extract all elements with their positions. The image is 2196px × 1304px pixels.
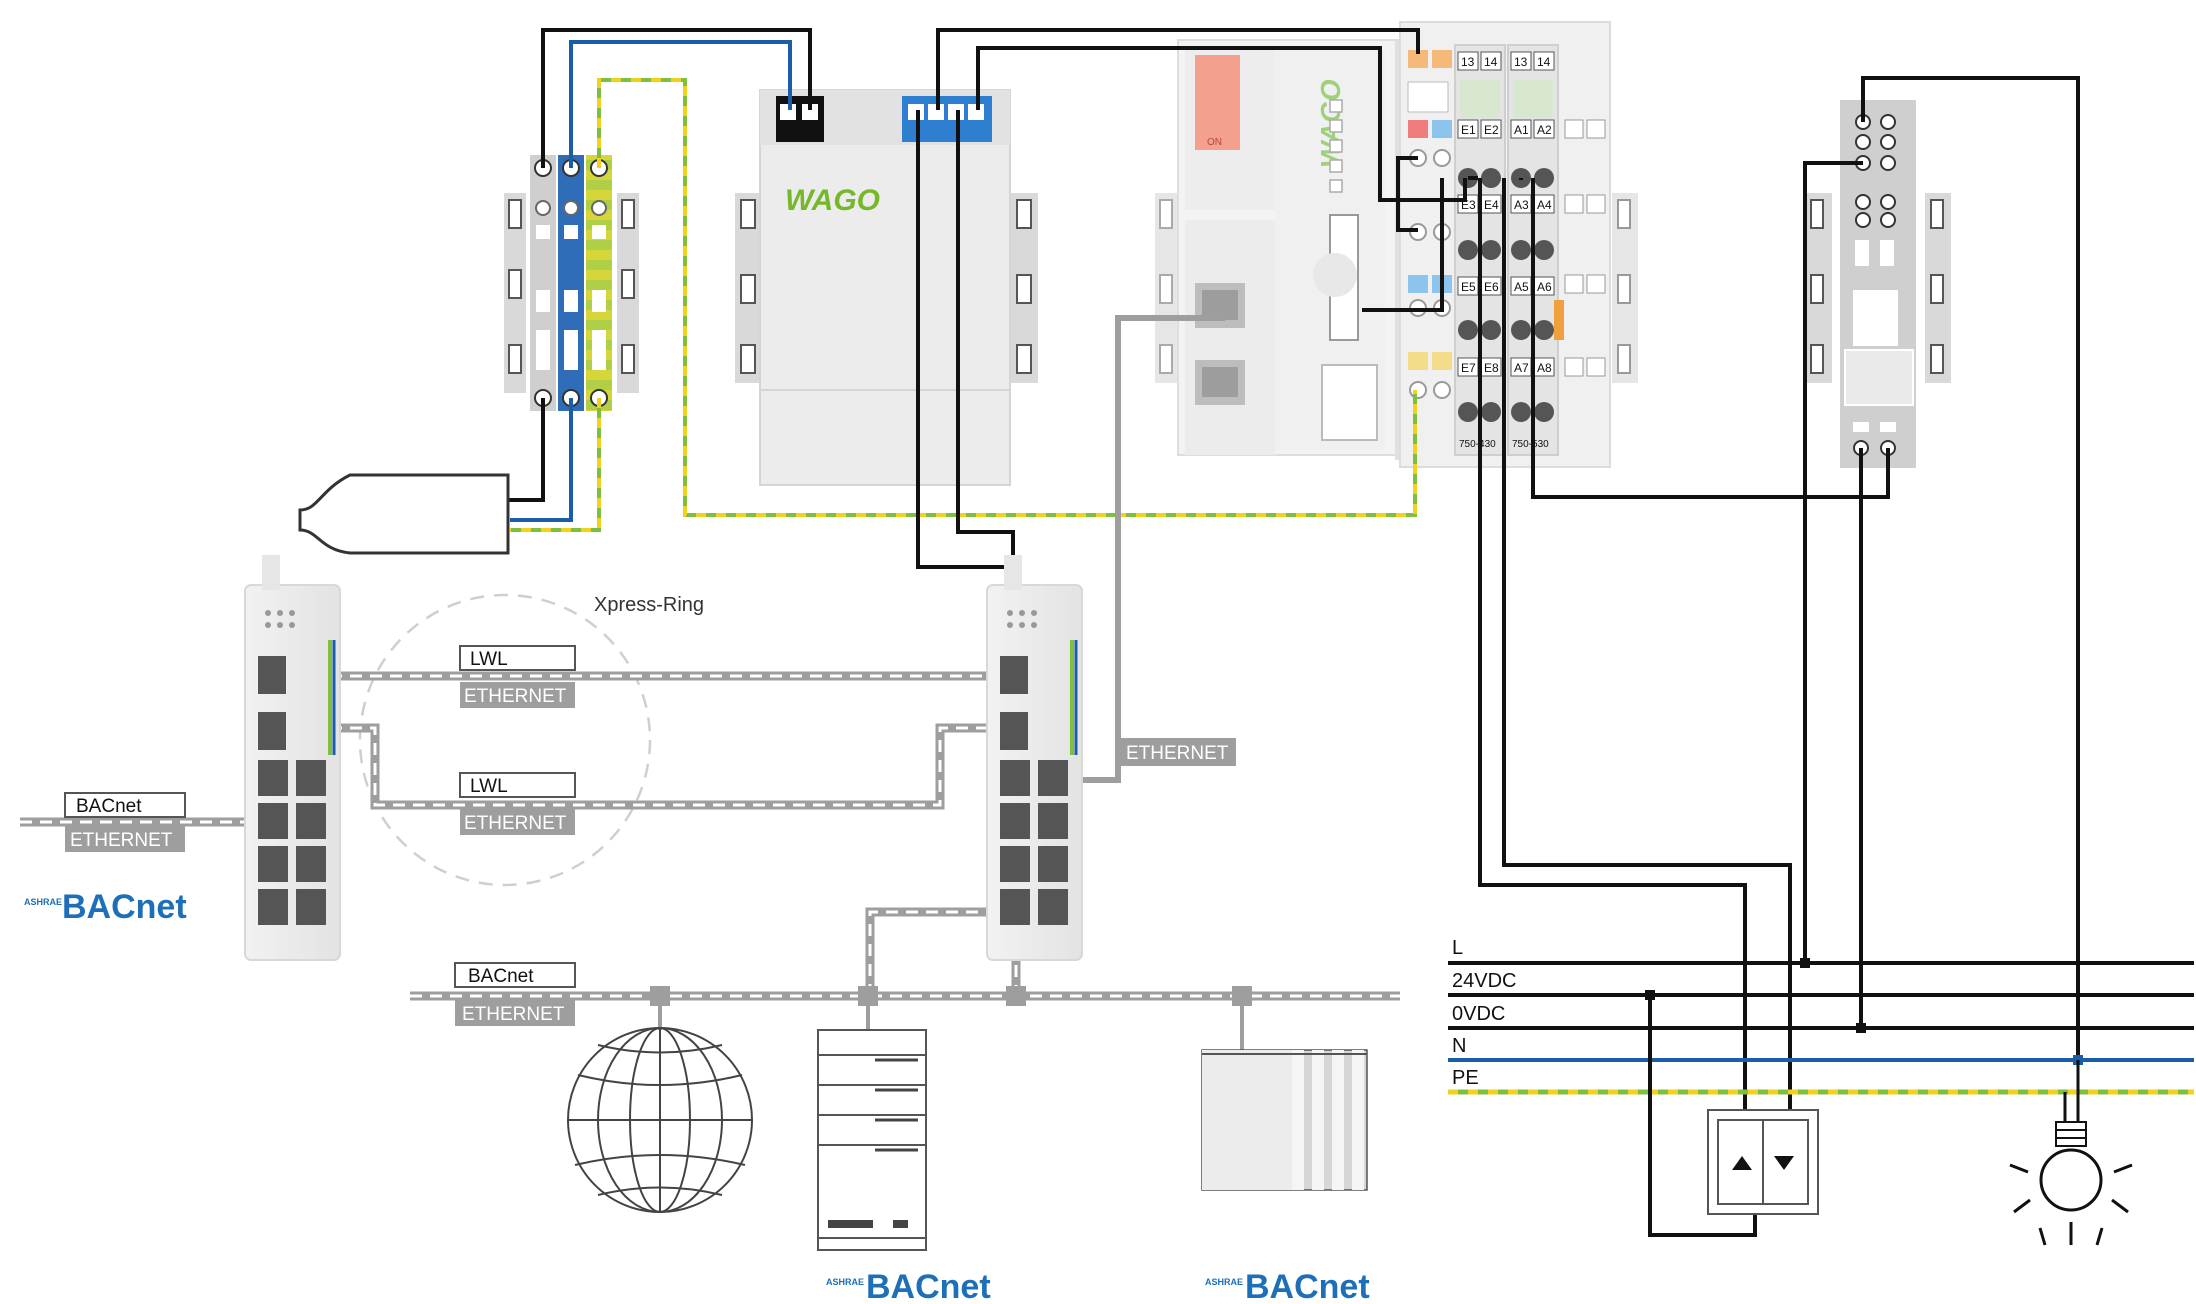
tag-lwl-bottom: LWL ETHERNET	[459, 772, 576, 835]
svg-text:ETHERNET: ETHERNET	[462, 1004, 565, 1025]
bus-node	[858, 986, 878, 1006]
power-rails: L 24VDC 0VDC N PE	[1448, 937, 2194, 1095]
svg-text:LWL: LWL	[470, 649, 508, 670]
bus-node	[1232, 986, 1252, 1006]
output-label: A1	[1514, 123, 1529, 137]
svg-text:BACnet: BACnet	[468, 966, 534, 987]
input-label: E5	[1461, 280, 1476, 294]
rail-24vdc-label: 24VDC	[1452, 970, 1516, 992]
module-top-label: 13	[1514, 55, 1528, 69]
svg-text:ETHERNET: ETHERNET	[464, 813, 567, 834]
rail-0vdc-label: 0VDC	[1452, 1003, 1505, 1025]
svg-text:ASHRAE: ASHRAE	[24, 897, 62, 907]
input-label: E1	[1461, 123, 1476, 137]
svg-text:BACnet: BACnet	[1245, 1268, 1370, 1304]
module-top-label: 13	[1461, 55, 1475, 69]
dip-on-label: ON	[1207, 137, 1222, 148]
controller: ON WAGO	[1155, 39, 1403, 460]
svg-text:BACnet: BACnet	[62, 888, 187, 926]
svg-text:BACnet: BACnet	[76, 796, 142, 817]
tag-bacnet-bus: BACnet ETHERNET	[454, 962, 576, 1026]
module-top-label: 14	[1484, 55, 1498, 69]
svg-text:BACnet: BACnet	[866, 1268, 991, 1304]
svg-text:ASHRAE: ASHRAE	[826, 1277, 864, 1287]
rail-l-label: L	[1452, 937, 1463, 959]
rail-pe-label: PE	[1452, 1067, 1479, 1089]
module-part-number: 750-430	[1459, 439, 1496, 450]
bacnet-device-icon	[1201, 1049, 1368, 1191]
ethernet-switch-right	[986, 555, 1083, 961]
module-part-number: 750-530	[1512, 439, 1549, 450]
svg-text:ETHERNET: ETHERNET	[70, 830, 173, 851]
output-label: A7	[1514, 361, 1529, 375]
module-top-label: 14	[1537, 55, 1551, 69]
input-label: E6	[1484, 280, 1499, 294]
server-icon	[817, 1029, 927, 1251]
ethernet-switch-left	[244, 555, 341, 961]
bacnet-logo: ASHRAE BACnet	[1205, 1268, 1370, 1304]
switch-feed-wire	[1648, 995, 1757, 1237]
bus-node	[1006, 986, 1026, 1006]
svg-text:ETHERNET: ETHERNET	[464, 686, 567, 707]
bus-node	[650, 986, 670, 1006]
xpress-ring-circle	[358, 593, 652, 887]
input-label: E2	[1484, 123, 1499, 137]
io-module-stack: 13 14 E1 E2 E3 E4 E5 E6 E7 E8 750-430 13…	[1399, 21, 1638, 468]
output-label: A5	[1514, 280, 1529, 294]
xpress-ring-label: Xpress-Ring	[594, 594, 704, 616]
input-label: E7	[1461, 361, 1476, 375]
control-wiring	[508, 28, 2080, 1110]
power-plug	[298, 473, 510, 555]
output-label: A4	[1537, 198, 1552, 212]
tag-bacnet-left: BACnet ETHERNET	[64, 792, 186, 852]
blind-switch	[1707, 1109, 1819, 1215]
internet-globe-icon	[567, 1027, 753, 1213]
up-arrow-icon	[1732, 1156, 1752, 1170]
input-label: E4	[1484, 198, 1499, 212]
terminal-block	[504, 155, 639, 411]
output-label: A8	[1537, 361, 1552, 375]
bacnet-logo: ASHRAE BACnet	[826, 1268, 991, 1304]
output-label: A2	[1537, 123, 1552, 137]
tag-ethernet-right: ETHERNET	[1118, 738, 1236, 766]
down-arrow-icon	[1774, 1156, 1794, 1170]
tag-lwl-top: LWL ETHERNET	[459, 645, 576, 708]
relay-module	[1806, 100, 1951, 468]
input-label: E8	[1484, 361, 1499, 375]
output-label: A6	[1537, 280, 1552, 294]
lamp-icon	[2009, 1060, 2133, 1246]
wago-logo: WAGO	[785, 184, 880, 217]
wago-power-supply: WAGO	[735, 89, 1038, 486]
svg-text:ETHERNET: ETHERNET	[1126, 743, 1229, 764]
svg-text:LWL: LWL	[470, 776, 508, 797]
rail-n-label: N	[1452, 1035, 1466, 1057]
svg-text:ASHRAE: ASHRAE	[1205, 1277, 1243, 1287]
output-label: A3	[1514, 198, 1529, 212]
bacnet-logo: ASHRAE BACnet	[24, 888, 187, 926]
